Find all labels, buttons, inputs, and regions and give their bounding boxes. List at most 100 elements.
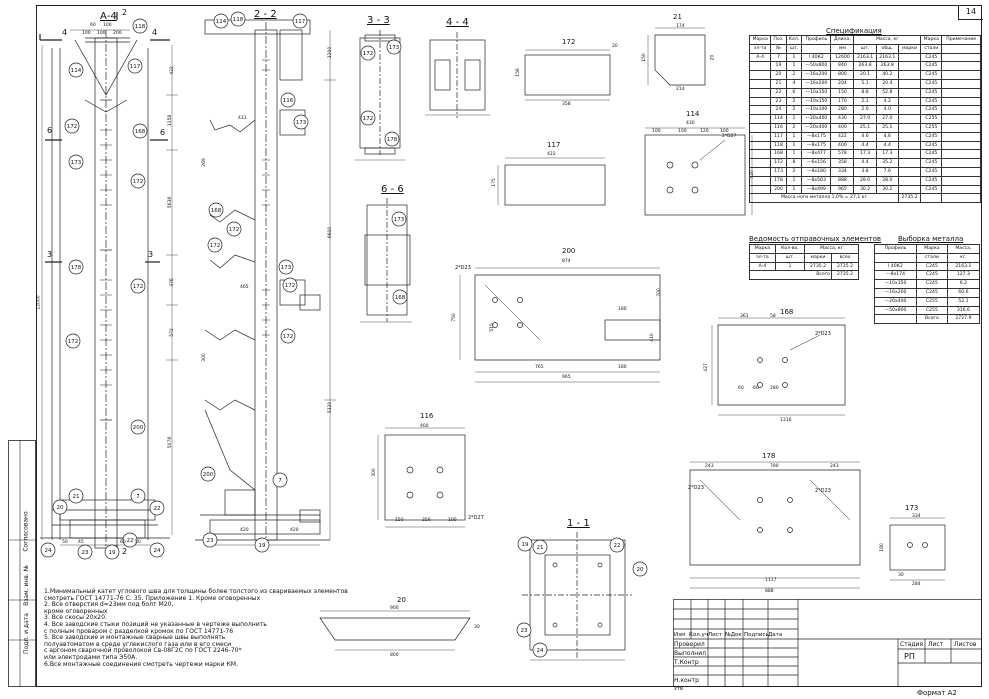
dim-a4-bottom-0: 50 [62,540,68,545]
dim-p168-7: 1316 [780,418,792,423]
part-markers [40,11,648,658]
dim-22-left-0: 431 [238,116,247,121]
dim-p116-0: 400 [420,424,429,429]
dim-p168-0: 361 [740,314,749,319]
dim-p116-1: 300 [371,468,377,477]
svg-text:24: 24 [154,548,161,554]
part-172-drawing [524,49,611,101]
svg-text:118: 118 [135,24,146,30]
view-section-4-4 [425,32,490,118]
view-section-6-6 [360,198,412,323]
dim-p116-5: 2*D27 [468,515,484,521]
dim-p114-1: 100 [652,129,661,134]
note-line: 3. Все скосы 20х20. [44,614,107,622]
svg-text:7: 7 [136,494,140,500]
part-114-drawing [644,127,753,216]
svg-text:20: 20 [637,567,644,573]
dim-22-left-1: 269 [201,158,207,167]
title-view-a4: А-4 [100,11,117,22]
svg-text:117: 117 [130,64,141,70]
note-line: 5. Все заводские и монтажные сварные швы… [44,634,226,642]
dim-p114-3: 120 [700,129,709,134]
general-notes: 1.Минимальный катет углового шва для тол… [44,588,348,668]
svg-text:173: 173 [296,120,307,126]
svg-text:173: 173 [281,265,292,271]
svg-text:24: 24 [537,648,544,654]
svg-text:172: 172 [283,334,294,340]
view-section-2-2 [195,19,336,548]
dim-22-right-2: 5320 [328,401,334,414]
note-line: 2. Все отверстия d=23мм под болт М20, [44,601,174,609]
title-part-178: 178 [762,452,776,460]
cut-mark-2-top: 2 [122,8,128,17]
title-section-4-4: 4 - 4 [446,17,469,28]
dim-p20-0: 900 [390,606,399,611]
dim-a4-right-0: 422 [169,66,175,75]
dim-p178-1: 2*D23 [815,488,831,494]
dim-a4-right-1: 1158 [168,114,174,127]
stamp-stage-label: Стадия [900,641,924,648]
svg-text:7: 7 [278,478,282,484]
svg-text:24: 24 [45,548,52,554]
svg-text:116: 116 [283,98,294,104]
cut-mark-4-left: 4 [62,28,68,37]
cut-mark-4-right: 4 [152,28,158,37]
svg-text:173: 173 [394,217,405,223]
svg-text:168: 168 [395,295,406,301]
dim-p168-1: 58 [770,314,776,319]
svg-text:172: 172 [133,179,144,185]
title-section-3-3: 3 - 3 [367,15,390,26]
svg-text:22: 22 [614,543,621,549]
part-173-drawing [889,517,946,581]
stamp-role-ncontrol: Н.контр [674,677,699,684]
note-line: с аргоном сварочной проволокой Св-08Г2С … [44,647,242,655]
dim-p178-0: 2*D23 [688,485,704,491]
stamp-col-koluch: Кол.уч [689,632,709,638]
dim-p200-5: 180 [618,365,627,370]
part-20-drawing [319,610,471,651]
title-part-21: 21 [673,13,682,21]
dim-p200-6: 700 [656,288,662,297]
view-a4 [39,12,178,555]
dim-p178-3: 780 [770,464,779,469]
stamp-role-executed: Выполнил [674,650,706,657]
title-part-173: 173 [905,504,919,512]
part-117-drawing [497,157,606,206]
svg-text:172: 172 [229,227,240,233]
note-line: кроме оговоренных [44,607,108,615]
svg-text:117: 117 [295,19,306,25]
dim-p117-0: 422 [547,152,556,157]
title-part-116: 116 [420,412,434,420]
note-line: 6.Все монтажные соединения смотреть черт… [44,660,239,668]
title-part-200: 200 [562,247,576,255]
dim-22-bottom-1: 420 [290,528,299,533]
stamp-col-list: Лист [708,632,722,638]
svg-text:114: 114 [216,19,227,25]
dim-p116-2: 150 [395,518,404,523]
dim-p178-4: 243 [830,464,839,469]
note-line: 1.Минимальный катет углового шва для тол… [44,588,348,595]
part-200-drawing [459,267,661,383]
stamp-stage-value: РП [904,652,915,661]
stamp-col-izm: Изм [674,632,686,638]
sheet-frame [36,5,982,687]
dim-p114-4: 100 [720,129,729,134]
dim-p178-6: 888 [765,589,774,594]
svg-text:21: 21 [73,494,80,500]
